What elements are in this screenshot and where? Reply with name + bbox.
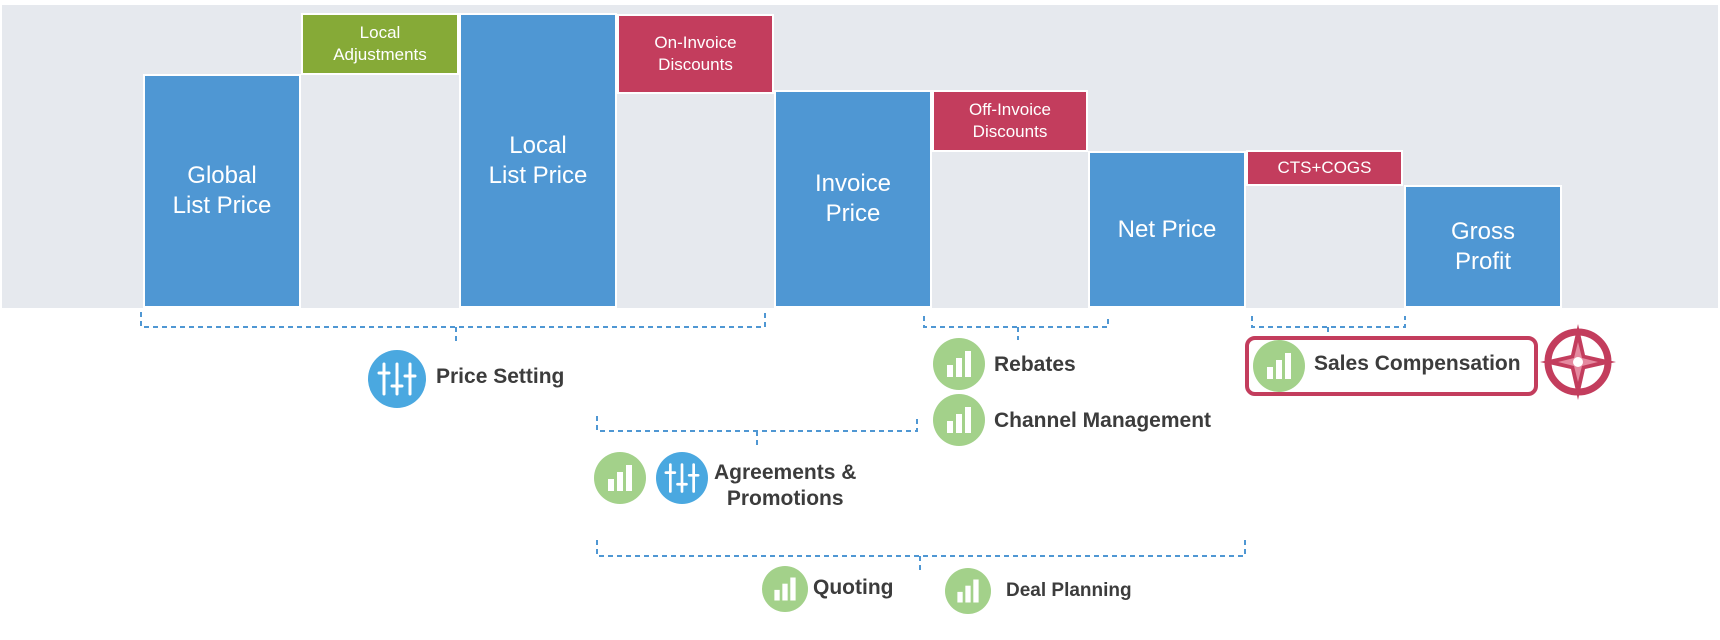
on-invoice-discounts-bar: On-Invoice Discounts (617, 14, 774, 94)
deal-planning-label: Deal Planning (1006, 580, 1132, 601)
sliders-icon (368, 350, 426, 408)
net-price-bar: Net Price (1088, 151, 1246, 308)
sales-compensation-bracket (1251, 316, 1406, 338)
global-list-price-bar: Global List Price (143, 74, 301, 308)
agreements-promotions-label: Agreements & Promotions (714, 461, 857, 510)
cts-cogs-bar: CTS+COGS (1246, 150, 1403, 186)
gross-profit-bar: Gross Profit (1404, 185, 1562, 308)
price-setting-bracket (140, 312, 766, 344)
rebates-bracket (923, 316, 1109, 340)
invoice-price-bar: Invoice Price (774, 90, 932, 308)
bar-chart-icon (594, 452, 646, 504)
channel-management-label: Channel Management (994, 409, 1212, 432)
bar-chart-icon (762, 566, 808, 612)
bar-chart-icon (933, 394, 985, 446)
agreements-bracket (596, 416, 918, 446)
price-setting-label: Price Setting (436, 365, 565, 388)
off-invoice-discounts-bar: Off-Invoice Discounts (932, 90, 1088, 152)
local-adjustments-bar: Local Adjustments (301, 13, 459, 75)
bar-chart-icon (1253, 340, 1305, 392)
compass-icon (1540, 324, 1616, 400)
local-list-price-bar: Local List Price (459, 13, 617, 308)
bar-chart-icon (933, 338, 985, 390)
sales-compensation-highlight (1245, 336, 1538, 396)
quoting-bracket (596, 540, 1246, 572)
sales-compensation-label: Sales Compensation (1314, 352, 1521, 375)
rebates-label: Rebates (994, 353, 1076, 376)
quoting-label: Quoting (813, 576, 894, 599)
sliders-icon (656, 452, 708, 504)
bar-chart-icon (945, 568, 991, 614)
